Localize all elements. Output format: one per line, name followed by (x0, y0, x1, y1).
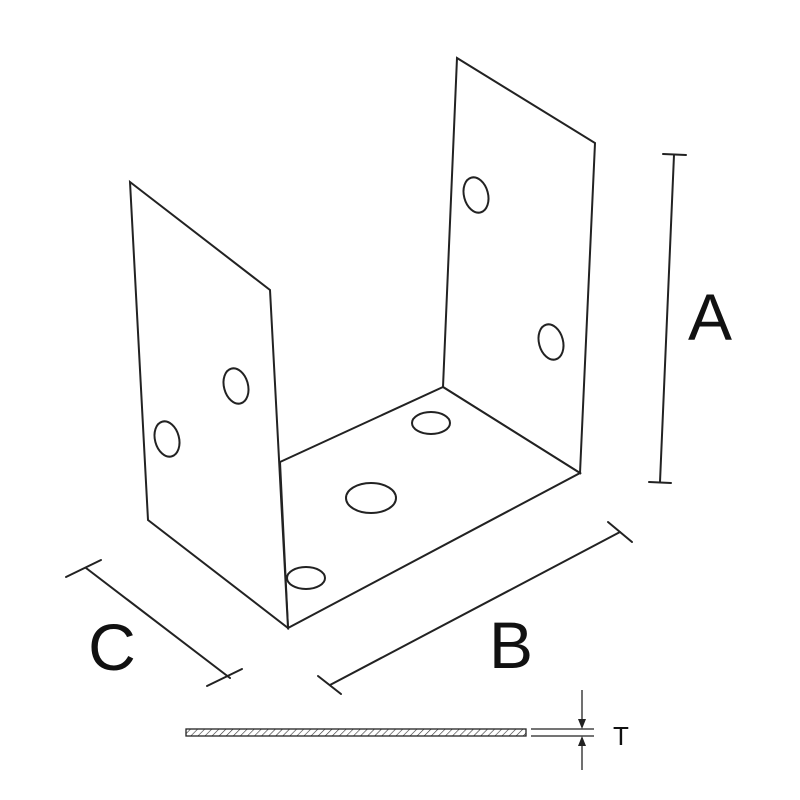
dimension-c: C (65, 559, 243, 687)
dimension-b-line (329, 531, 621, 686)
dimension-a-tick-bottom (648, 481, 672, 484)
dimension-b: B (317, 521, 633, 695)
dimension-c-tick-left (65, 559, 102, 578)
u-bracket (128, 56, 597, 631)
left-side-plate (128, 179, 290, 631)
left-plate-hole-lower (153, 420, 181, 458)
base-plate-hole-front (286, 566, 326, 590)
dimension-c-label: C (88, 610, 136, 684)
base-plate-hole-center (345, 482, 397, 514)
dimension-b-label: B (489, 608, 533, 682)
dimension-a-line (659, 154, 675, 483)
thickness-arrow-head-top (578, 719, 586, 729)
dimension-t-label: T (613, 721, 629, 751)
plate-cross-section (185, 728, 527, 737)
thickness-arrow-head-bottom (578, 736, 586, 746)
dimension-c-line (85, 567, 231, 679)
left-plate-hole-upper (222, 367, 250, 405)
right-plate-hole-lower (537, 323, 565, 361)
thickness-section: T (185, 690, 629, 770)
dimension-b-tick-right (607, 521, 633, 543)
dimension-b-tick-left (317, 675, 342, 695)
dimension-a-tick-top (662, 153, 687, 156)
dimension-a-label: A (688, 280, 732, 354)
dimension-a: A (648, 153, 732, 484)
base-plate-hole-back (411, 411, 451, 435)
dimension-c-tick-right (206, 668, 243, 687)
right-plate-hole-upper (462, 176, 490, 214)
